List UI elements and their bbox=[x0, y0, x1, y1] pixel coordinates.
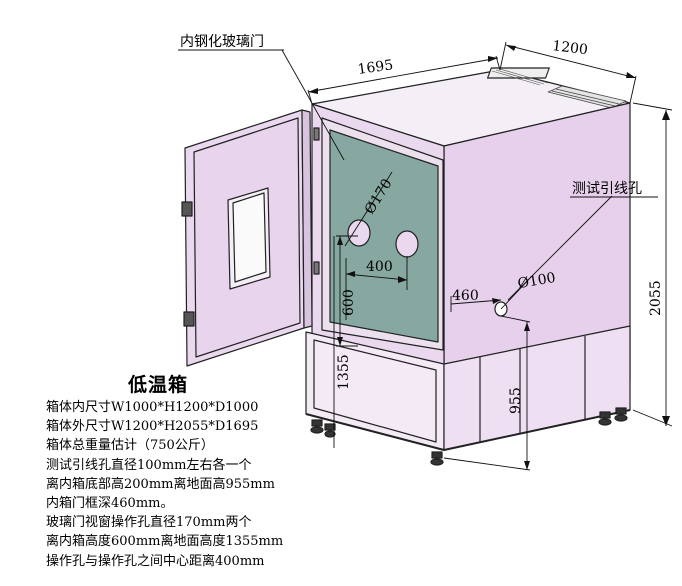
dim-test-hole-diameter-label: Ø100 bbox=[516, 270, 556, 292]
spec-line: 操作孔与操作孔之间中心距离400mm bbox=[46, 553, 265, 569]
dim-window-hole-floor-label: 1355 bbox=[336, 354, 352, 390]
roof-vent-rear-slots bbox=[491, 68, 549, 86]
latch-upper-icon bbox=[313, 127, 320, 141]
base-front-panel bbox=[313, 339, 437, 443]
test-hole-callout: 测试引线孔 bbox=[572, 181, 642, 197]
spec-list: 低温箱 箱体内尺寸W1000*H1200*D1000 箱体外尺寸W1200*H2… bbox=[46, 372, 346, 571]
dim-test-hole-offset-label: 460 bbox=[452, 288, 479, 304]
dim-window-hole-height-label: 600 bbox=[341, 289, 357, 316]
glove-port-right bbox=[395, 230, 419, 258]
hinge-top-icon bbox=[181, 201, 193, 217]
latch-lower-icon bbox=[313, 261, 320, 275]
hinge-bottom-icon bbox=[183, 311, 195, 327]
door-edge bbox=[301, 109, 313, 329]
spec-line: 内箱门框深460mm。 bbox=[46, 496, 174, 512]
spec-line: 箱体内尺寸W1000*H1200*D1000 bbox=[46, 400, 259, 415]
dim-width-label: 1200 bbox=[551, 38, 588, 58]
spec-line: 箱体总重量估计（750公斤） bbox=[46, 438, 214, 454]
dim-hole-spacing-label: 400 bbox=[366, 259, 393, 275]
spec-line: 离内箱高度600mm离地面高度1355mm bbox=[46, 534, 284, 550]
spec-line: 离内箱底部高200mm离地面高955mm bbox=[46, 476, 275, 492]
casters bbox=[310, 407, 628, 466]
dim-test-hole-floor-label: 955 bbox=[508, 387, 524, 414]
roof-vent-front bbox=[547, 85, 627, 109]
open-door-window-inner bbox=[232, 192, 267, 283]
glass-door-callout: 内钢化玻璃门 bbox=[180, 33, 264, 50]
glove-port-left bbox=[347, 219, 371, 247]
spec-title: 低温箱 bbox=[128, 374, 189, 396]
dim-depth-label: 1695 bbox=[357, 57, 395, 78]
spec-line: 玻璃门视窗操作孔直径170mm两个 bbox=[46, 515, 252, 531]
glass-window bbox=[329, 129, 439, 343]
glass-door-leader bbox=[281, 49, 345, 161]
spec-line: 测试引线孔直径100mm左右各一个 bbox=[46, 457, 252, 473]
test-hole-leader bbox=[507, 195, 613, 301]
spec-line: 箱体外尺寸W1200*H2055*D1695 bbox=[46, 419, 259, 435]
dim-height-label: 2055 bbox=[648, 280, 664, 316]
